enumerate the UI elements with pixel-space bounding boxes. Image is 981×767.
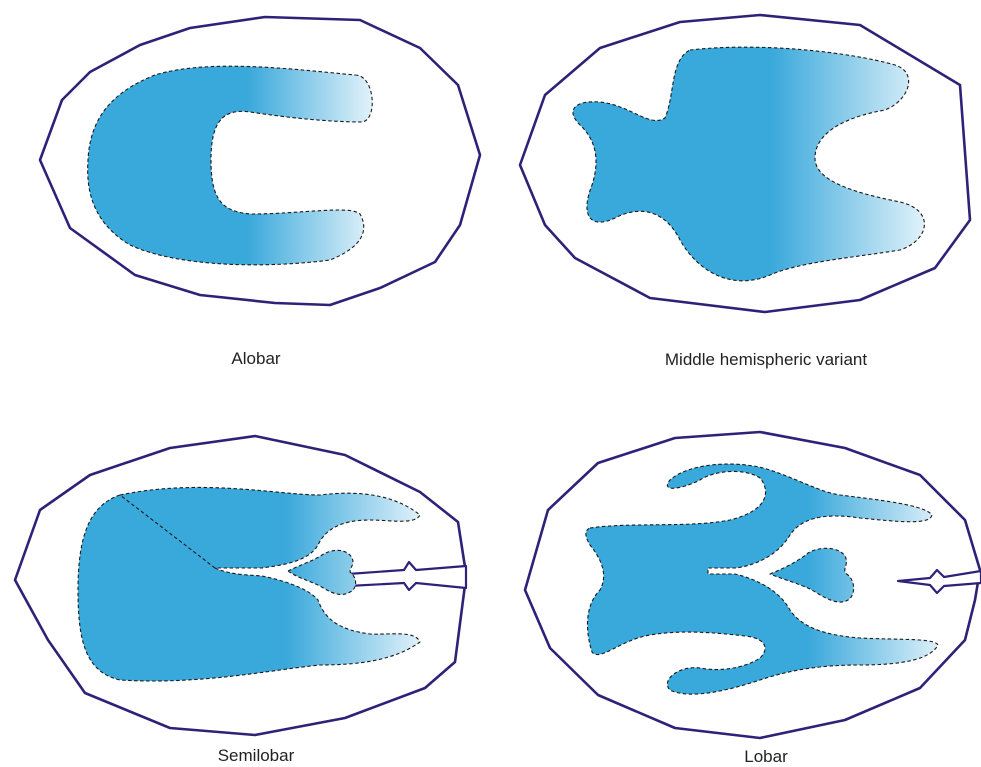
lobar-caption: Lobar xyxy=(744,747,788,766)
alobar-caption: Alobar xyxy=(231,349,280,368)
semilobar-caption: Semilobar xyxy=(218,746,295,765)
lobar-panel: Lobar xyxy=(525,432,981,766)
semilobar-panel: Semilobar xyxy=(15,436,466,765)
middle-hemispheric-panel: Middle hemispheric variant xyxy=(520,15,970,369)
alobar-panel: Alobar xyxy=(40,17,480,368)
middle-hemispheric-caption: Middle hemispheric variant xyxy=(665,350,867,369)
